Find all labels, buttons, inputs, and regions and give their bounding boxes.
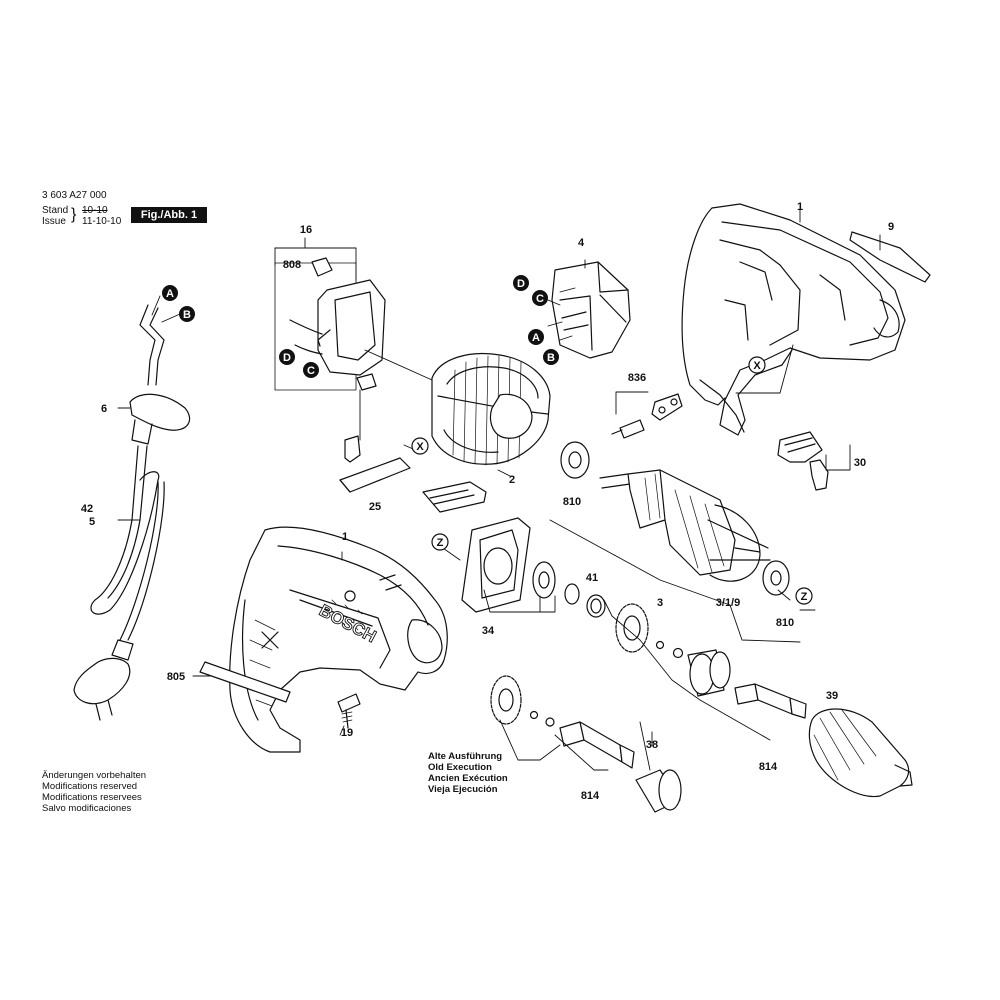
notice-line-4: Salvo modificaciones bbox=[42, 803, 132, 814]
sleeve-old-execution bbox=[635, 769, 682, 813]
part-label-3: 3 bbox=[657, 597, 663, 609]
svg-text:D: D bbox=[283, 352, 291, 364]
old-date: 10-10 bbox=[82, 205, 108, 216]
part-label-808: 808 bbox=[283, 259, 301, 271]
stand-label: Stand bbox=[42, 205, 69, 216]
sleeve-gear bbox=[687, 649, 731, 697]
connector-marker-c: C bbox=[532, 290, 548, 306]
part-label-34: 34 bbox=[482, 625, 495, 637]
circlip bbox=[586, 594, 606, 618]
washer-3 bbox=[529, 710, 539, 720]
gear-mid bbox=[615, 603, 649, 653]
svg-text:B: B bbox=[183, 309, 191, 321]
part-label-814: 814 bbox=[759, 761, 778, 773]
svg-text:Z: Z bbox=[437, 537, 444, 549]
part-label-810: 810 bbox=[776, 617, 794, 629]
spacer-ring bbox=[564, 583, 580, 605]
field-stator bbox=[431, 352, 551, 466]
part-label-39: 39 bbox=[826, 690, 838, 702]
main-housing bbox=[229, 526, 448, 753]
washer-1 bbox=[655, 640, 665, 650]
reference-marker-x: X bbox=[748, 356, 766, 374]
brush-plate-assembly bbox=[274, 257, 386, 391]
old-exec-line-4: Vieja Ejecución bbox=[428, 784, 498, 795]
screw-link bbox=[611, 393, 683, 439]
drill-chuck bbox=[808, 708, 913, 798]
part-label-6: 6 bbox=[101, 403, 107, 415]
handle-blade bbox=[849, 231, 931, 283]
spring-clip bbox=[422, 481, 487, 513]
old-exec-line-1: Alte Ausführung bbox=[428, 751, 503, 762]
svg-text:X: X bbox=[416, 441, 424, 453]
part-label-3-1/9: 3/1/9 bbox=[716, 597, 740, 609]
housing-screw bbox=[337, 693, 361, 729]
gear-small bbox=[532, 561, 556, 599]
figure-badge: Fig./Abb. 1 bbox=[131, 207, 207, 223]
washer-4 bbox=[545, 717, 555, 727]
part-label-4: 4 bbox=[578, 237, 585, 249]
svg-text:C: C bbox=[536, 293, 544, 305]
part-number: 3 603 A27 000 bbox=[42, 190, 107, 201]
new-date: 11-10-10 bbox=[82, 216, 122, 227]
bearing-left bbox=[560, 441, 590, 479]
svg-text:X: X bbox=[753, 360, 761, 372]
svg-text:B: B bbox=[547, 352, 555, 364]
brush-holder bbox=[339, 435, 411, 493]
bearing-right bbox=[762, 560, 790, 596]
svg-text:D: D bbox=[517, 278, 525, 290]
reference-marker-z: Z bbox=[431, 533, 449, 551]
part-label-38: 38 bbox=[646, 739, 658, 751]
svg-text:A: A bbox=[532, 332, 540, 344]
notice-line-3: Modifications reservees bbox=[42, 792, 142, 803]
svg-text:C: C bbox=[307, 365, 315, 377]
reference-marker-x: X bbox=[411, 437, 429, 455]
old-exec-line-3: Ancien Exécution bbox=[428, 773, 508, 784]
brace-glyph: } bbox=[71, 206, 77, 223]
power-cord bbox=[73, 304, 191, 721]
connector-marker-b: B bbox=[179, 306, 195, 322]
svg-text:Z: Z bbox=[801, 591, 808, 603]
part-label-9: 9 bbox=[888, 221, 894, 233]
part-label-5: 5 bbox=[89, 516, 95, 528]
part-label-810: 810 bbox=[563, 496, 581, 508]
housing-half-top bbox=[681, 203, 906, 436]
part-label-41: 41 bbox=[586, 572, 598, 584]
part-label-16: 16 bbox=[300, 224, 312, 236]
part-label-805: 805 bbox=[167, 671, 185, 683]
connector-marker-a: A bbox=[528, 329, 544, 345]
part-label-1: 1 bbox=[797, 201, 803, 213]
part-label-25: 25 bbox=[369, 501, 381, 513]
armature bbox=[599, 469, 771, 582]
connector-marker-d: D bbox=[279, 349, 295, 365]
trigger-blade bbox=[199, 661, 291, 703]
connector-marker-a: A bbox=[162, 285, 178, 301]
switch bbox=[551, 261, 631, 359]
connector-marker-b: B bbox=[543, 349, 559, 365]
part-label-19: 19 bbox=[341, 727, 353, 739]
part-label-30: 30 bbox=[854, 457, 866, 469]
spindle bbox=[734, 683, 807, 719]
bearing-plate bbox=[461, 517, 531, 613]
svg-text:A: A bbox=[166, 288, 174, 300]
spindle-old-execution bbox=[559, 721, 635, 769]
notice-line-1: Änderungen vorbehalten bbox=[42, 770, 147, 781]
part-label-42: 42 bbox=[81, 503, 93, 515]
part-label-814: 814 bbox=[581, 790, 600, 802]
part-label-1: 1 bbox=[342, 531, 348, 543]
connector-marker-d: D bbox=[513, 275, 529, 291]
notice-line-2: Modifications reserved bbox=[42, 781, 138, 792]
connector-marker-c: C bbox=[303, 362, 319, 378]
part-label-836: 836 bbox=[628, 372, 646, 384]
retainer-clip bbox=[777, 431, 829, 491]
gear-old-execution bbox=[490, 675, 522, 725]
issue-label: Issue bbox=[42, 216, 66, 227]
washer-2 bbox=[672, 647, 684, 659]
part-label-2: 2 bbox=[509, 474, 515, 486]
reference-marker-z: Z bbox=[795, 587, 813, 605]
old-exec-line-2: Old Execution bbox=[428, 762, 492, 773]
